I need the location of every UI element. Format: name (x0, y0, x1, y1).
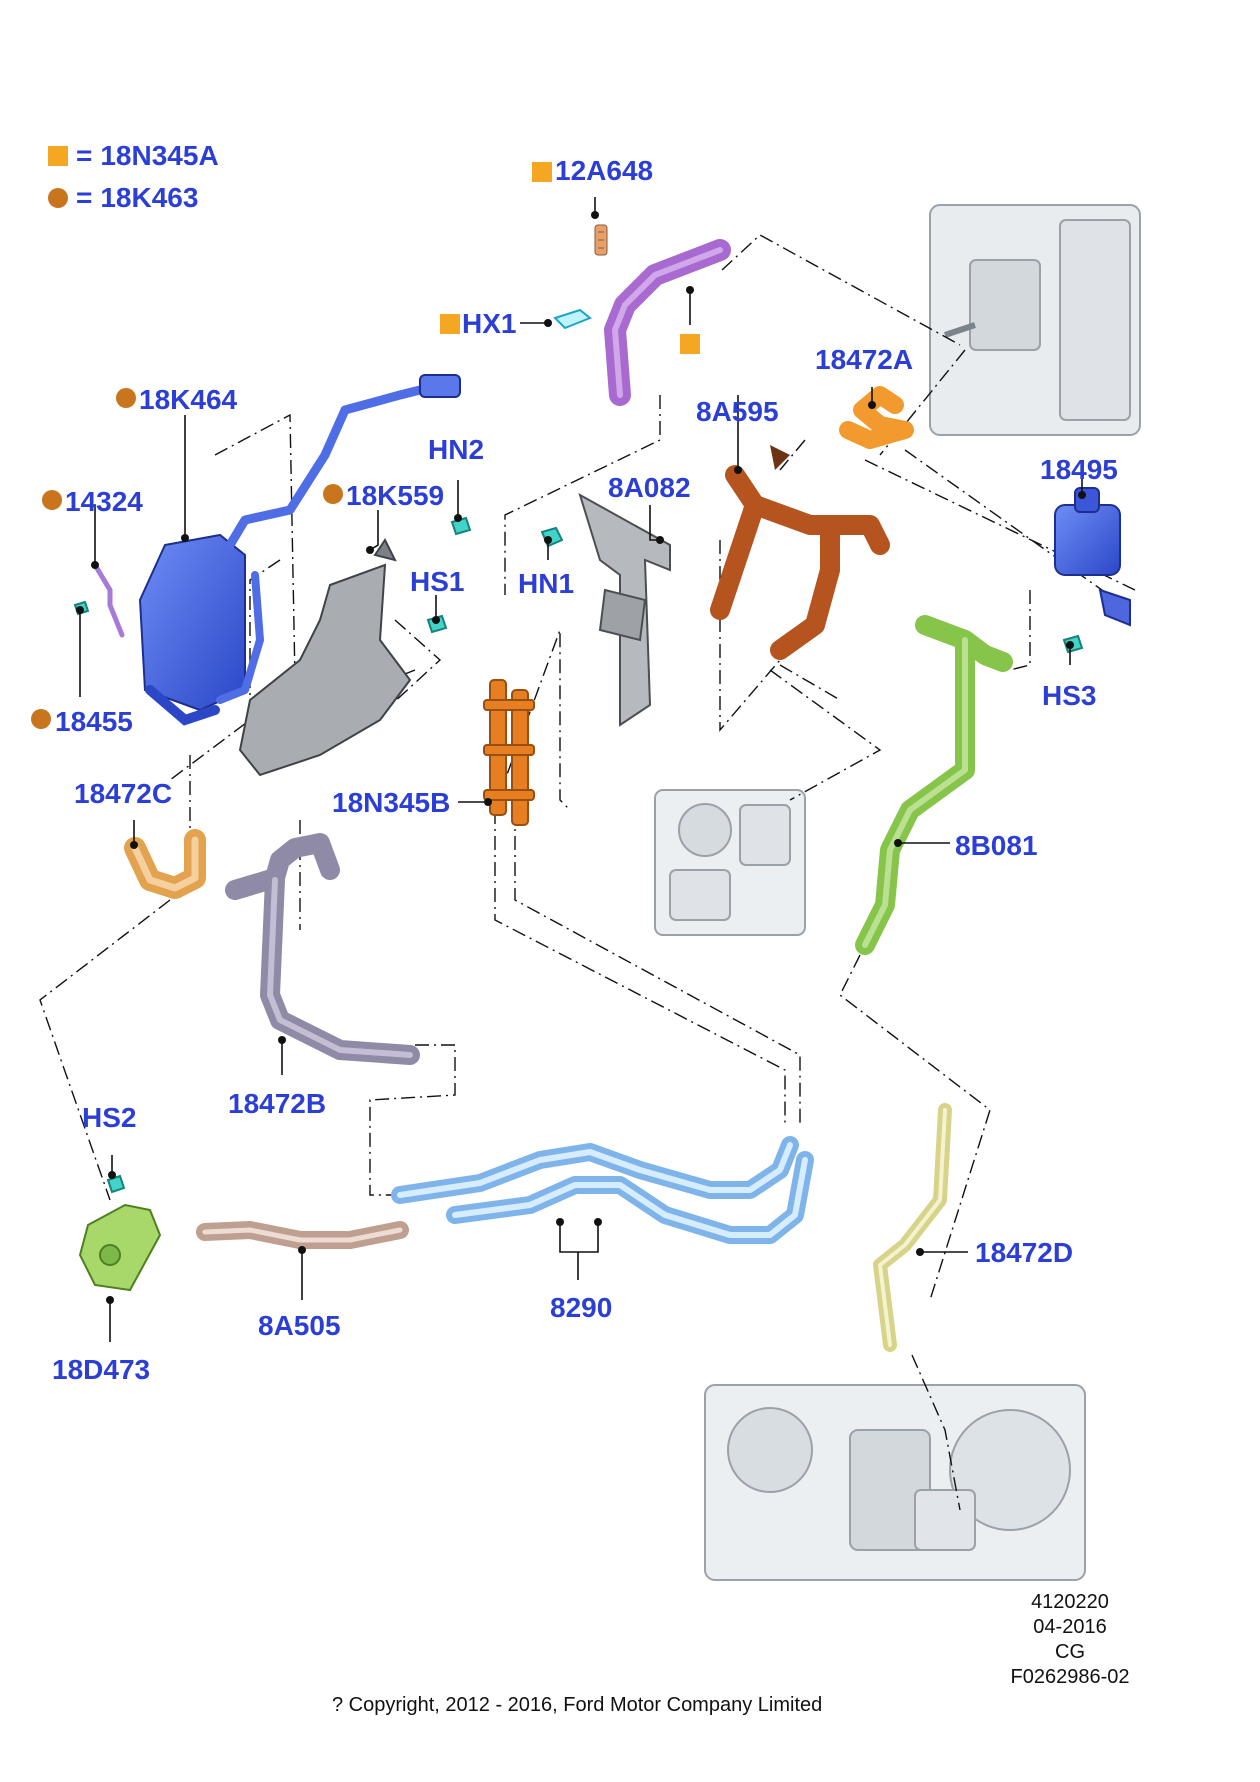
legend-row-circle: = 18K463 (48, 182, 198, 214)
callout-8A505: 8A505 (258, 1310, 341, 1341)
callout-18N345B: 18N345B (332, 787, 451, 818)
copyright-notice: ? Copyright, 2012 - 2016, Ford Motor Com… (332, 1694, 823, 1716)
heater-core-housing-illustration (929, 204, 1141, 436)
callout-HN1: HN1 (518, 568, 575, 599)
callout-8A082: 8A082 (608, 472, 691, 503)
callout-18495: 18495 (1040, 454, 1118, 485)
callout-18472A: 18472A (815, 344, 914, 375)
callout-HS1: HS1 (410, 566, 465, 597)
callout-18472B: 18472B (228, 1088, 327, 1119)
circle-marker-icon (31, 709, 51, 729)
callout-18472D: 18472D (975, 1237, 1074, 1268)
connector-8A595 (770, 445, 790, 470)
callout-14324: 14324 (65, 486, 143, 517)
callout-12A648: 12A648 (555, 155, 654, 186)
circle-marker-icon (42, 490, 62, 510)
legend-code: 18N345A (100, 140, 219, 171)
clip-HX1 (553, 308, 592, 330)
callout-HX1: HX1 (462, 308, 517, 339)
pipe-18472D (873, 1103, 952, 1352)
callout-18472C: 18472C (74, 778, 173, 809)
square-marker-icon (532, 162, 552, 182)
drawing-file-id: F0262986-02 (1010, 1666, 1130, 1688)
drawing-initials: CG (1055, 1641, 1085, 1663)
callout-18455: 18455 (55, 706, 133, 737)
legend-equals: = (76, 182, 93, 213)
thermostat-housing-illustration (654, 789, 806, 936)
legend-code: 18K463 (100, 182, 199, 213)
circle-marker-icon (323, 484, 343, 504)
clips-18N345B (483, 679, 535, 826)
drawing-date: 04-2016 (1033, 1616, 1107, 1638)
engine-block-illustration (704, 1384, 1086, 1581)
bleed-screw-12A648 (594, 224, 608, 256)
bracket-18K559 (238, 538, 412, 777)
drawing-number: 4120220 (1031, 1591, 1109, 1613)
callout-18K559: 18K559 (346, 480, 445, 511)
hose-18472B (225, 833, 420, 1065)
legend-row-square: = 18N345A (48, 140, 219, 172)
callout-18D473: 18D473 (52, 1354, 151, 1385)
square-marker-icon (48, 146, 68, 166)
hose-8A595 (710, 465, 890, 660)
coolant-reservoir-18K464 (138, 374, 461, 726)
screw-HS2 (106, 1174, 126, 1194)
callout-8A595: 8A595 (696, 396, 779, 427)
hose-18472A (839, 386, 914, 449)
circle-marker-icon (48, 188, 68, 208)
callout-HN2: HN2 (428, 434, 485, 465)
square-marker-icon (440, 314, 460, 334)
callout-HS2: HS2 (82, 1102, 137, 1133)
callout-8290: 8290 (550, 1292, 613, 1323)
tubes-8290 (391, 1136, 814, 1244)
valve-18495 (1054, 487, 1131, 627)
callout-leaders (79, 197, 1083, 1342)
housing-18D473 (78, 1203, 162, 1292)
drawing-info: 4120220 04-2016 CG F0262986-02 (1010, 1590, 1130, 1690)
callout-HS3: HS3 (1042, 680, 1097, 711)
screw-HN1 (540, 526, 564, 548)
bracket-8A082 (578, 492, 671, 727)
wire-14324 (92, 562, 125, 638)
legend-equals: = (76, 140, 93, 171)
square-marker-icon (680, 334, 700, 354)
callout-8B081: 8B081 (955, 830, 1038, 861)
callout-dots (76, 211, 1086, 1304)
callout-18K464: 18K464 (139, 384, 238, 415)
circle-marker-icon (116, 388, 136, 408)
